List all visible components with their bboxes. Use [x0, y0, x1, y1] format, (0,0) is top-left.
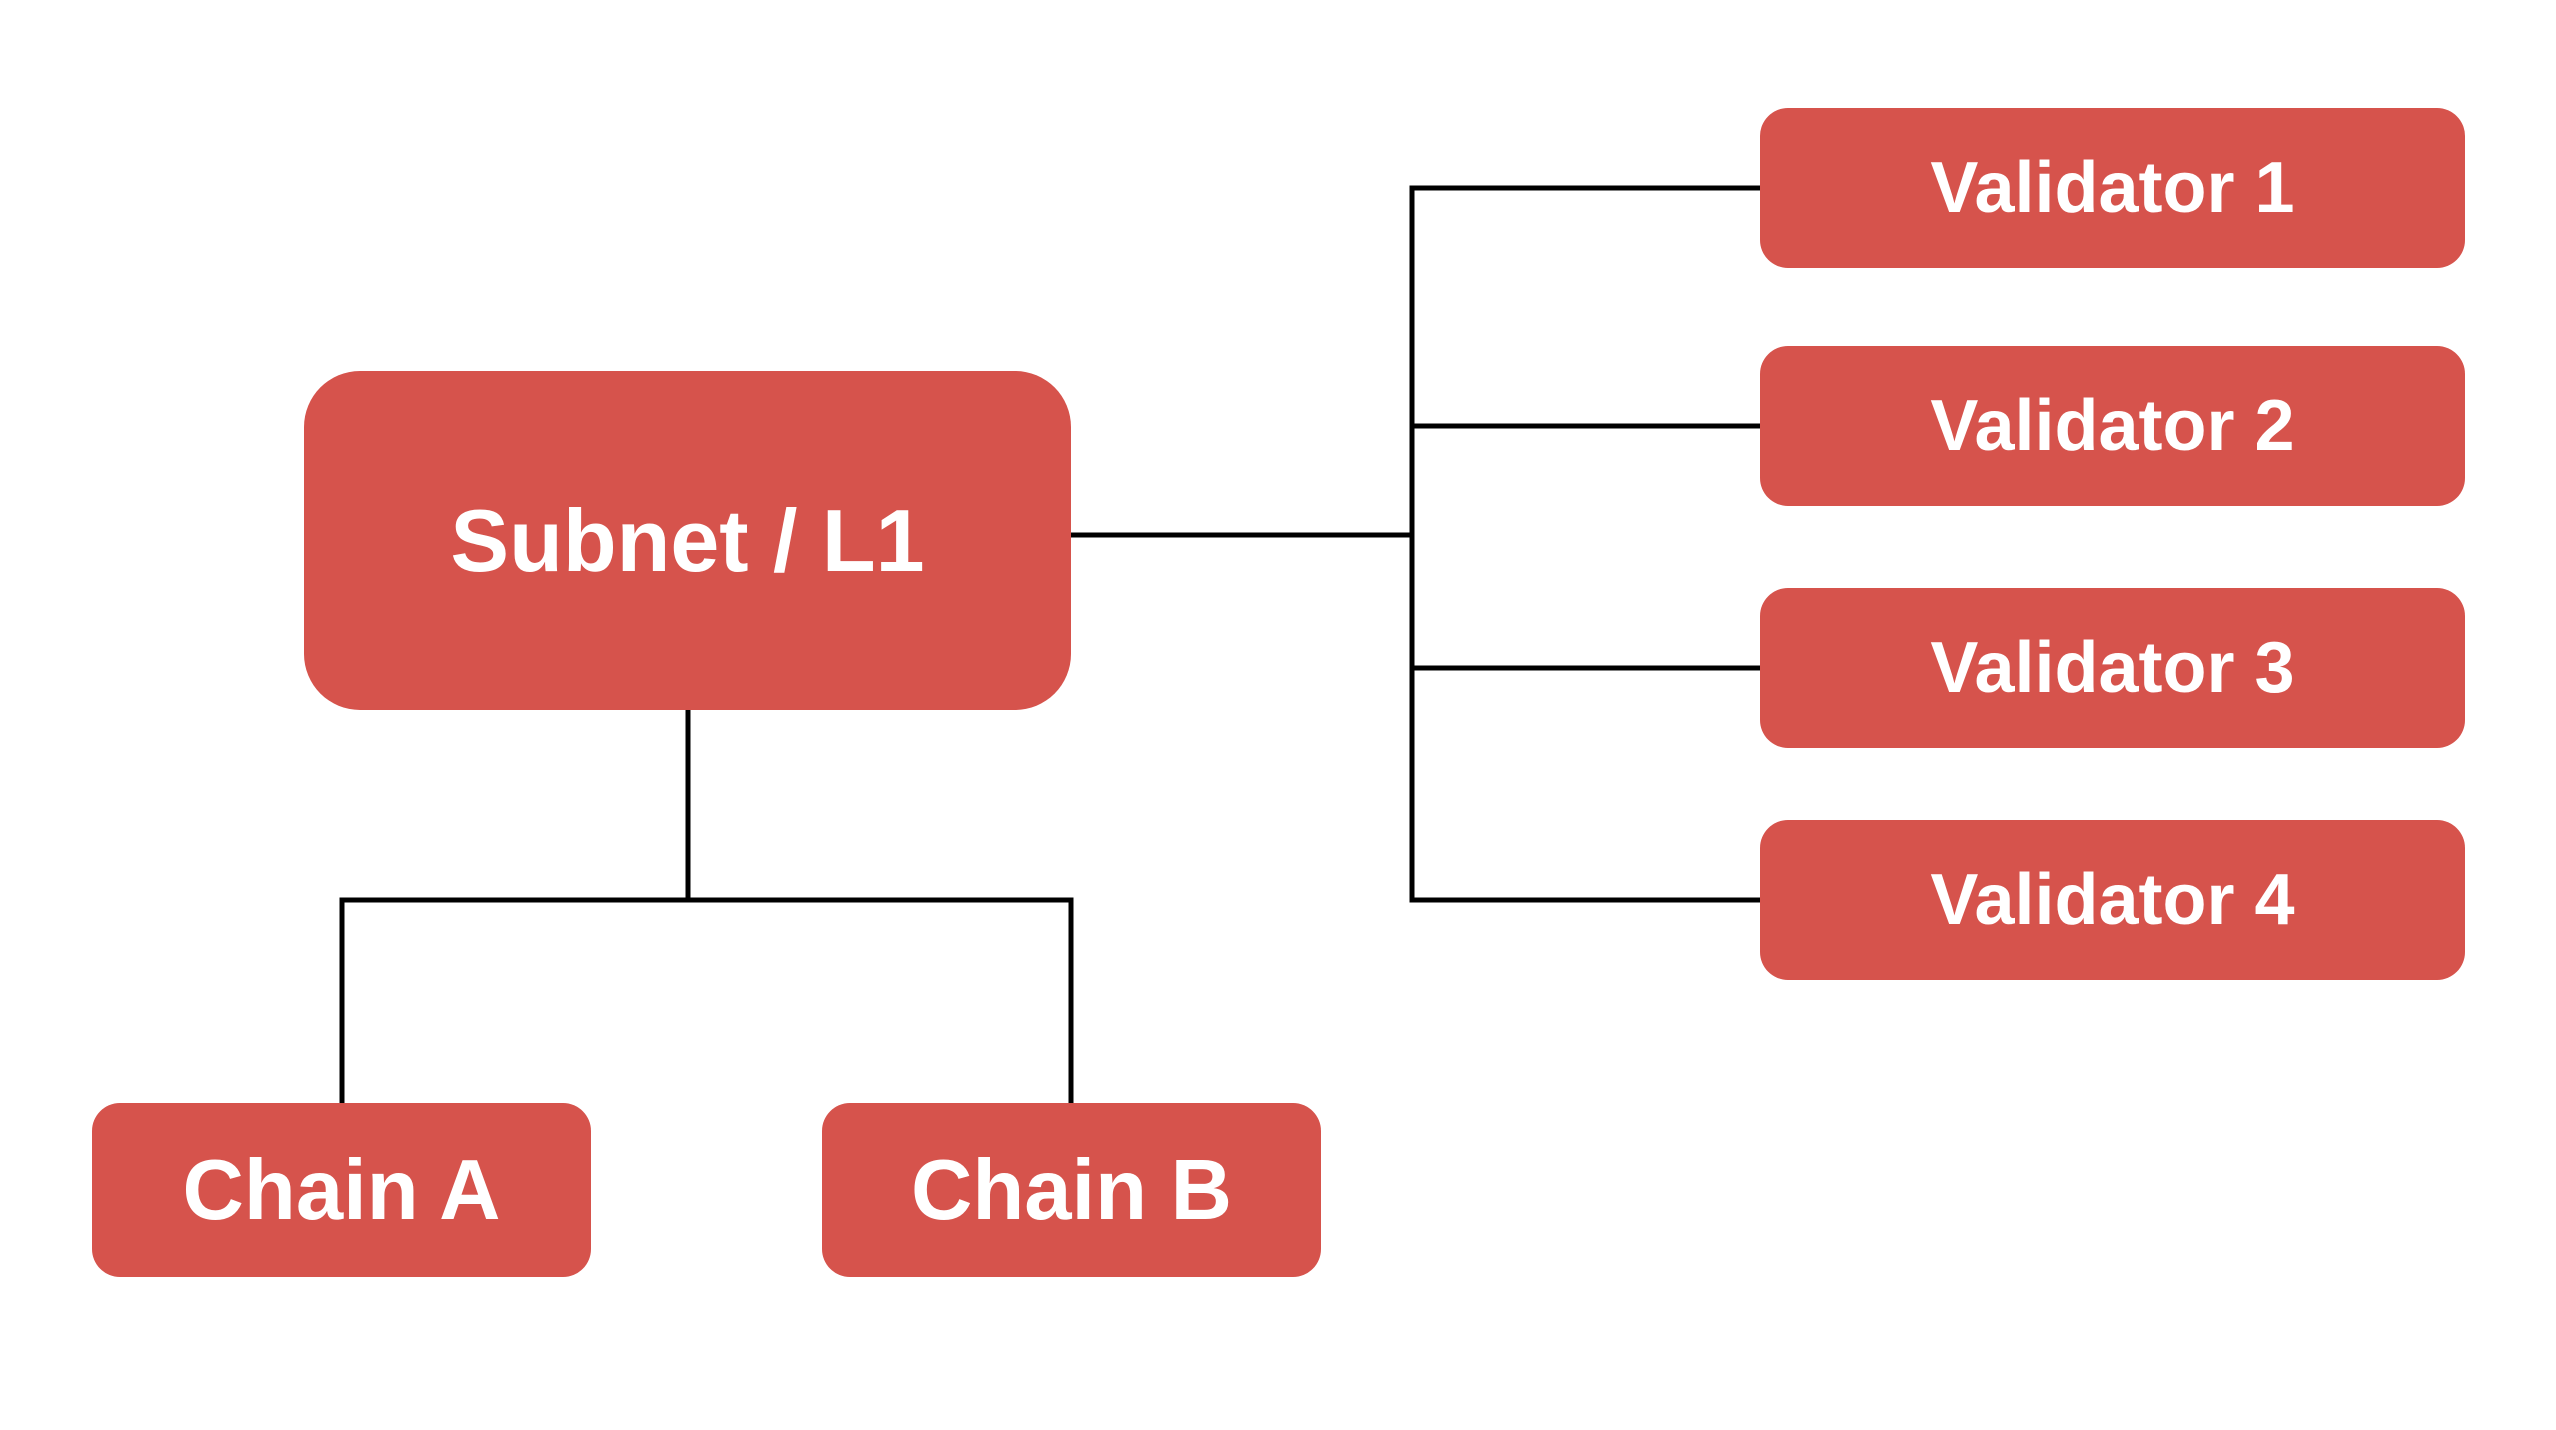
node-subnet-l1: Subnet / L1	[304, 371, 1071, 710]
node-validator-4-label: Validator 4	[1930, 860, 2295, 940]
node-validator-2: Validator 2	[1760, 346, 2465, 506]
node-chain-a: Chain A	[92, 1103, 591, 1277]
node-chain-b-label: Chain B	[910, 1142, 1233, 1238]
edge-chains-branch	[339, 897, 1074, 1103]
node-subnet-l1-label: Subnet / L1	[450, 490, 925, 590]
node-validator-4: Validator 4	[1760, 820, 2465, 980]
node-validator-3-label: Validator 3	[1930, 628, 2295, 708]
edge-validator-trunk-v1-v4	[1409, 185, 1760, 903]
node-validator-2-label: Validator 2	[1930, 386, 2295, 466]
node-validator-3: Validator 3	[1760, 588, 2465, 748]
node-validator-1: Validator 1	[1760, 108, 2465, 268]
node-chain-b: Chain B	[822, 1103, 1321, 1277]
node-chain-a-label: Chain A	[182, 1142, 501, 1238]
node-validator-1-label: Validator 1	[1930, 148, 2295, 228]
